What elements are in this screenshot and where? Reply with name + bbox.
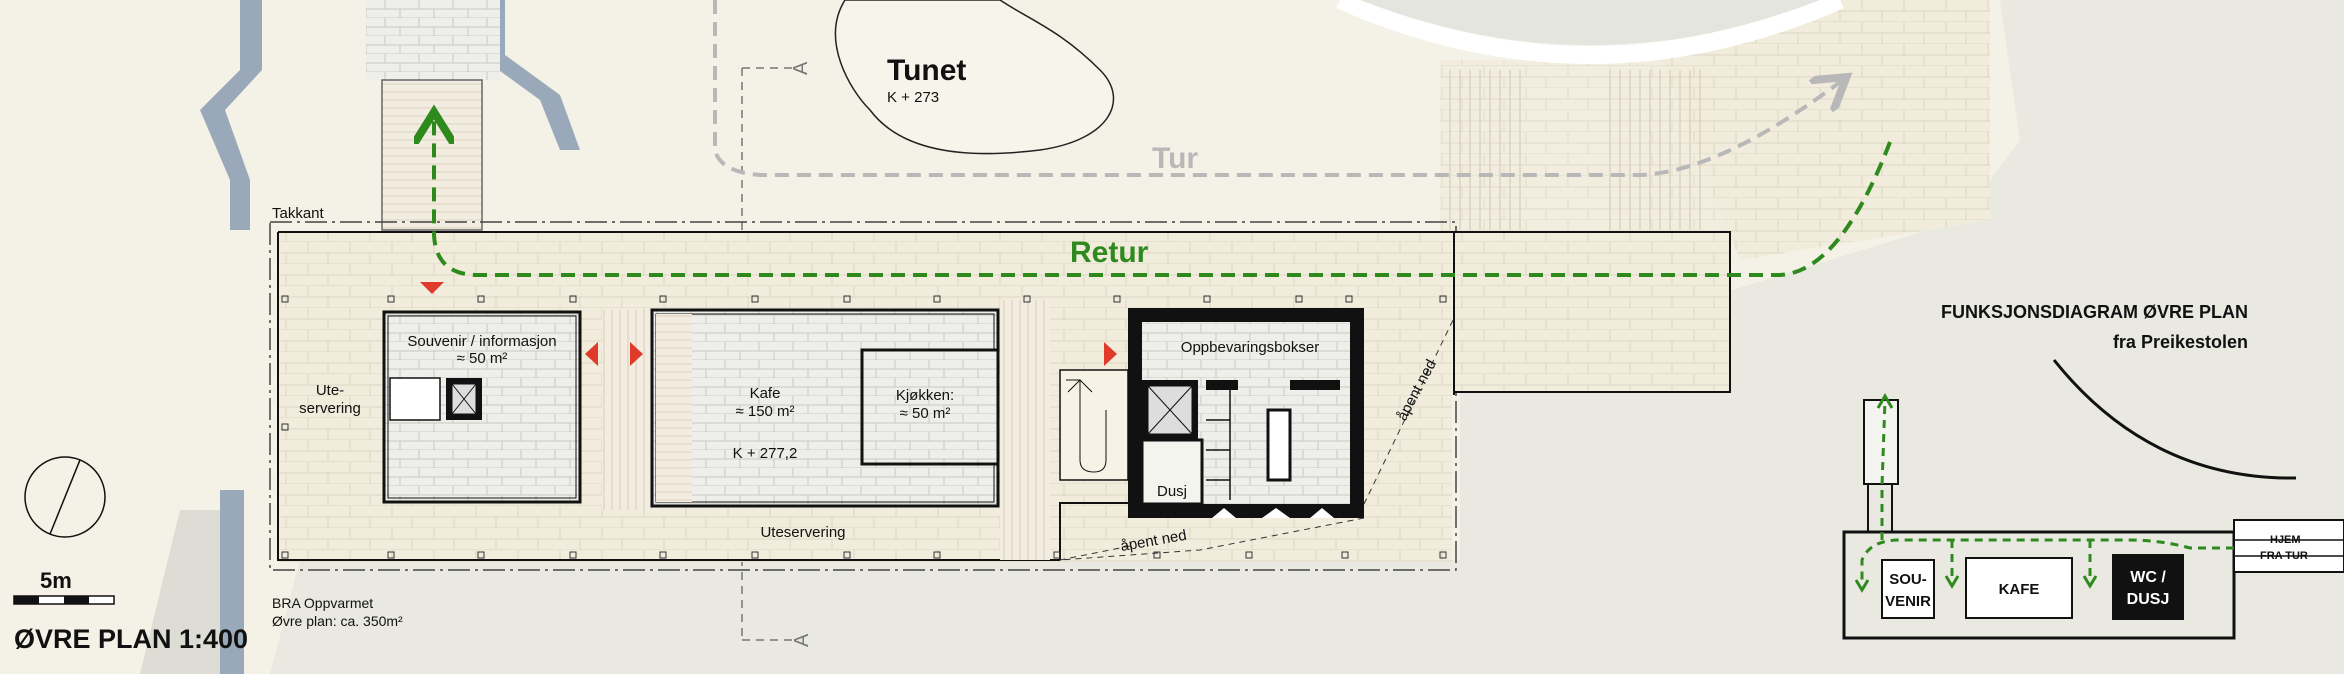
diagram-bridge: [1863, 399, 1899, 485]
takkant-label: Takkant: [272, 205, 325, 222]
roof-edge: [269, 221, 1457, 571]
tunet-level: K + 273: [887, 89, 939, 106]
diagram-souvenir-label-2: VENIR: [1885, 593, 1931, 610]
tur-route: [713, 0, 1840, 177]
retur-label: Retur: [1070, 236, 1149, 269]
ute-label-2: servering: [299, 400, 361, 417]
kafe-area: ≈ 150 m²: [735, 403, 794, 420]
diagram-wc-label-2: DUSJ: [2127, 591, 2170, 608]
steps: [1609, 70, 1701, 230]
diagram-bridge-link: [1844, 484, 1893, 533]
diagram-title: FUNKSJONSDIAGRAM ØVRE PLAN: [1941, 302, 2248, 322]
kafe-label: Kafe: [750, 385, 781, 402]
column-markers: [281, 295, 1447, 559]
stair-arrow: [1066, 379, 1107, 473]
lower-step-outline: [1059, 502, 1130, 560]
water-bottom: [220, 490, 244, 674]
section-marker-bottom: A: [791, 633, 813, 647]
kafe-level: K + 277,2: [733, 445, 798, 462]
wc-partition: [1206, 380, 1238, 390]
elevator-cross: [451, 383, 477, 415]
souvenir-label: Souvenir / informasjon: [407, 333, 556, 350]
rock-bottom: [140, 510, 220, 674]
arch-curve: [1336, 0, 1844, 64]
path-north: [366, 0, 500, 80]
stone-paving-steps: [1440, 60, 1760, 240]
diagram-subtitle: fra Preikestolen: [2113, 332, 2248, 352]
tur-label: Tur: [1152, 142, 1198, 175]
souvenir-stair: [389, 377, 441, 421]
diagram-kafe-box: [1965, 557, 2073, 619]
scale-label: 5m: [40, 568, 72, 593]
tunet-label: Tunet: [887, 54, 966, 87]
diagram-souvenir-box: [1881, 559, 1935, 619]
souvenir-room-inner: [387, 315, 577, 499]
bra-line-1: BRA Oppvarmet: [272, 595, 373, 611]
diagram-hjem-label-1: HJEM: [2270, 534, 2301, 546]
diagram-hjem-lines: [2234, 539, 2344, 557]
section-marker-top: A: [790, 61, 812, 75]
terrace-right: [1453, 231, 1731, 393]
north-arrow-needle: [49, 459, 81, 535]
diagram-souvenir-label-1: SOU-: [1889, 571, 1927, 588]
tunet-area: [834, 0, 1115, 155]
souvenir-area: ≈ 50 m²: [457, 350, 508, 367]
bra-line-2: Øvre plan: ca. 350m²: [272, 613, 403, 629]
diagram-route-arrowheads: [1854, 575, 2098, 593]
diagram-building: [1842, 530, 2236, 640]
entry-arrow: [420, 282, 444, 294]
kjokken-label: Kjøkken:: [896, 387, 954, 404]
dusj-room: [1140, 438, 1204, 506]
open-below-lines: [1059, 317, 1455, 561]
stair-strip: [1000, 300, 1050, 560]
entry-arrow: [630, 342, 643, 366]
diagram-hjem-box: [2233, 519, 2344, 573]
diagram-wc-box: [2112, 554, 2184, 620]
diagram-hjem-label-2: FRA TUR: [2260, 550, 2308, 562]
dusj-label: Dusj: [1157, 483, 1187, 500]
diagram-kafe-label: KAFE: [1999, 581, 2040, 598]
wc-counter: [1266, 408, 1292, 482]
scale-bar-segment: [64, 596, 89, 604]
scale-bar-segment: [14, 596, 39, 604]
diagram-route-arrowhead: [1876, 393, 1894, 409]
kjokken-room: [860, 348, 1000, 466]
wc-stalls: [1206, 390, 1231, 500]
kjokken-area: ≈ 50 m²: [900, 405, 951, 422]
entry-arrow: [585, 342, 598, 366]
north-arrow: [24, 456, 106, 538]
arch-fill: [1360, 0, 1820, 45]
plan-title: ØVRE PLAN 1:400: [14, 624, 248, 654]
passage-strip: [602, 310, 652, 510]
oppbevaring-label: Oppbevaringsbokser: [1181, 339, 1319, 356]
wc-doors: [1212, 508, 1334, 518]
entry-arrow: [1104, 342, 1117, 366]
ute-label-1: Ute-: [316, 382, 344, 399]
wc-partition: [1290, 380, 1340, 390]
kafe-glazing: [656, 314, 692, 502]
stair-arrowhead: [1067, 379, 1093, 393]
wc-elevator-cross: [1147, 385, 1193, 435]
entrance-stair: [1059, 369, 1129, 481]
diagram-wc-label-1: WC /: [2130, 569, 2166, 586]
diagram-curve: [2052, 359, 2297, 480]
steps: [1449, 70, 1521, 230]
water-right: [485, 0, 580, 150]
retur-route: [434, 120, 1892, 277]
water-left: [200, 0, 262, 230]
uteservering-label: Uteservering: [760, 524, 845, 541]
lower-outline: [277, 232, 1060, 561]
